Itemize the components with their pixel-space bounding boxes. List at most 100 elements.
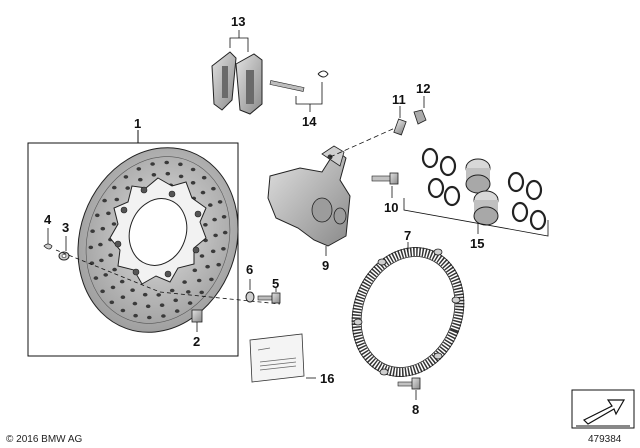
disc-hole <box>201 175 207 180</box>
disc-hole <box>93 276 99 280</box>
disc-hole <box>132 301 138 306</box>
disc-hole <box>210 249 216 254</box>
disc-hole <box>103 273 108 277</box>
disc-hole <box>130 288 135 293</box>
disc-hole <box>199 290 204 295</box>
callout-5: 5 <box>272 276 279 291</box>
disc-hole <box>110 285 116 290</box>
pad-pin <box>269 80 305 92</box>
callout-2: 2 <box>193 334 200 349</box>
disc-hole <box>173 298 178 303</box>
abs-sensor-ring <box>351 247 465 377</box>
callout-12: 12 <box>416 81 430 96</box>
disc-group-bracket <box>27 130 239 357</box>
washer-part-6 <box>245 291 255 303</box>
disc-hole <box>161 314 166 318</box>
disc-hole <box>112 185 117 190</box>
callout-7: 7 <box>404 228 411 243</box>
disc-hole <box>112 267 117 272</box>
disc-hole <box>178 174 184 179</box>
callout-4: 4 <box>44 212 52 227</box>
brake-pads <box>211 51 263 115</box>
disc-hole <box>98 242 103 247</box>
disc-bolt-part-2 <box>191 309 203 332</box>
disc-hole <box>222 230 228 235</box>
disc-hole <box>178 162 183 167</box>
disc-hole <box>95 213 100 218</box>
disc-hole <box>138 177 143 182</box>
seal-kit <box>421 147 547 231</box>
disc-hole <box>208 203 213 207</box>
bleed-screw-part-11 <box>393 118 407 136</box>
disc-hole <box>213 233 218 238</box>
callout-8: 8 <box>412 402 419 417</box>
disc-hole <box>88 245 94 250</box>
disc-hole <box>192 268 198 273</box>
callout-13: 13 <box>231 14 245 29</box>
disc-hole <box>205 264 210 269</box>
copyright-text: © 2016 BMW AG <box>6 434 83 445</box>
callout-16: 16 <box>320 371 334 386</box>
disc-hole <box>221 247 226 251</box>
disc-hole <box>102 198 107 203</box>
disc-hole <box>199 254 205 258</box>
callout-11: 11 <box>392 92 406 107</box>
disc-hole <box>209 277 214 282</box>
disc-hole <box>169 288 175 293</box>
callout-14: 14 <box>302 114 317 129</box>
disc-hole <box>164 160 169 165</box>
disc-hole <box>217 200 223 204</box>
disc-hole <box>114 197 120 202</box>
ring-screw-part-8 <box>397 377 421 390</box>
pistons <box>465 158 499 226</box>
disc-hole <box>196 278 202 283</box>
disc-hole <box>200 190 206 195</box>
disc-hole <box>174 309 180 313</box>
navigation-arrow-icon[interactable] <box>571 389 635 429</box>
disc-hole <box>221 215 227 219</box>
disc-hole <box>108 253 113 257</box>
disc-hole <box>142 292 148 297</box>
disc-hole <box>99 258 104 263</box>
callout-10: 10 <box>384 200 398 215</box>
disc-hole <box>147 315 152 320</box>
brake-disc <box>77 147 239 333</box>
clip-part-4 <box>43 243 53 250</box>
disc-hole <box>100 226 106 231</box>
disc-hole <box>125 186 130 190</box>
disc-hole <box>211 186 216 191</box>
disc-hole <box>100 289 105 294</box>
spring-clip <box>317 70 329 78</box>
brake-caliper <box>267 145 351 247</box>
callout-9: 9 <box>322 258 329 273</box>
disc-hole <box>150 162 155 166</box>
disc-hole <box>111 222 117 226</box>
disc-hole <box>216 262 221 267</box>
callout-15: 15 <box>470 236 484 251</box>
disc-hole <box>187 301 193 305</box>
disc-hole <box>109 300 115 305</box>
disc-hole <box>190 167 196 172</box>
screw-part-5 <box>257 292 281 304</box>
disc-hole <box>133 313 138 318</box>
disc-hole <box>145 304 151 309</box>
disc-hole <box>156 293 161 297</box>
disc-hole <box>120 308 126 313</box>
disc-hole <box>182 280 187 284</box>
disc-hole <box>203 223 208 227</box>
disc-hole <box>190 181 196 185</box>
callout-3: 3 <box>62 220 69 235</box>
disc-hole <box>165 171 171 176</box>
disc-hole <box>120 295 126 300</box>
callout-1: 1 <box>134 116 141 131</box>
washer-part-3 <box>58 251 70 261</box>
bleed-cap-part-12 <box>413 109 427 125</box>
disc-hole <box>212 217 217 222</box>
callout-6: 6 <box>246 262 253 277</box>
disc-hole <box>151 173 157 177</box>
disc-hole <box>90 229 95 233</box>
info-label-card <box>249 333 305 383</box>
disc-hole <box>136 167 142 171</box>
disc-hole <box>159 303 165 308</box>
